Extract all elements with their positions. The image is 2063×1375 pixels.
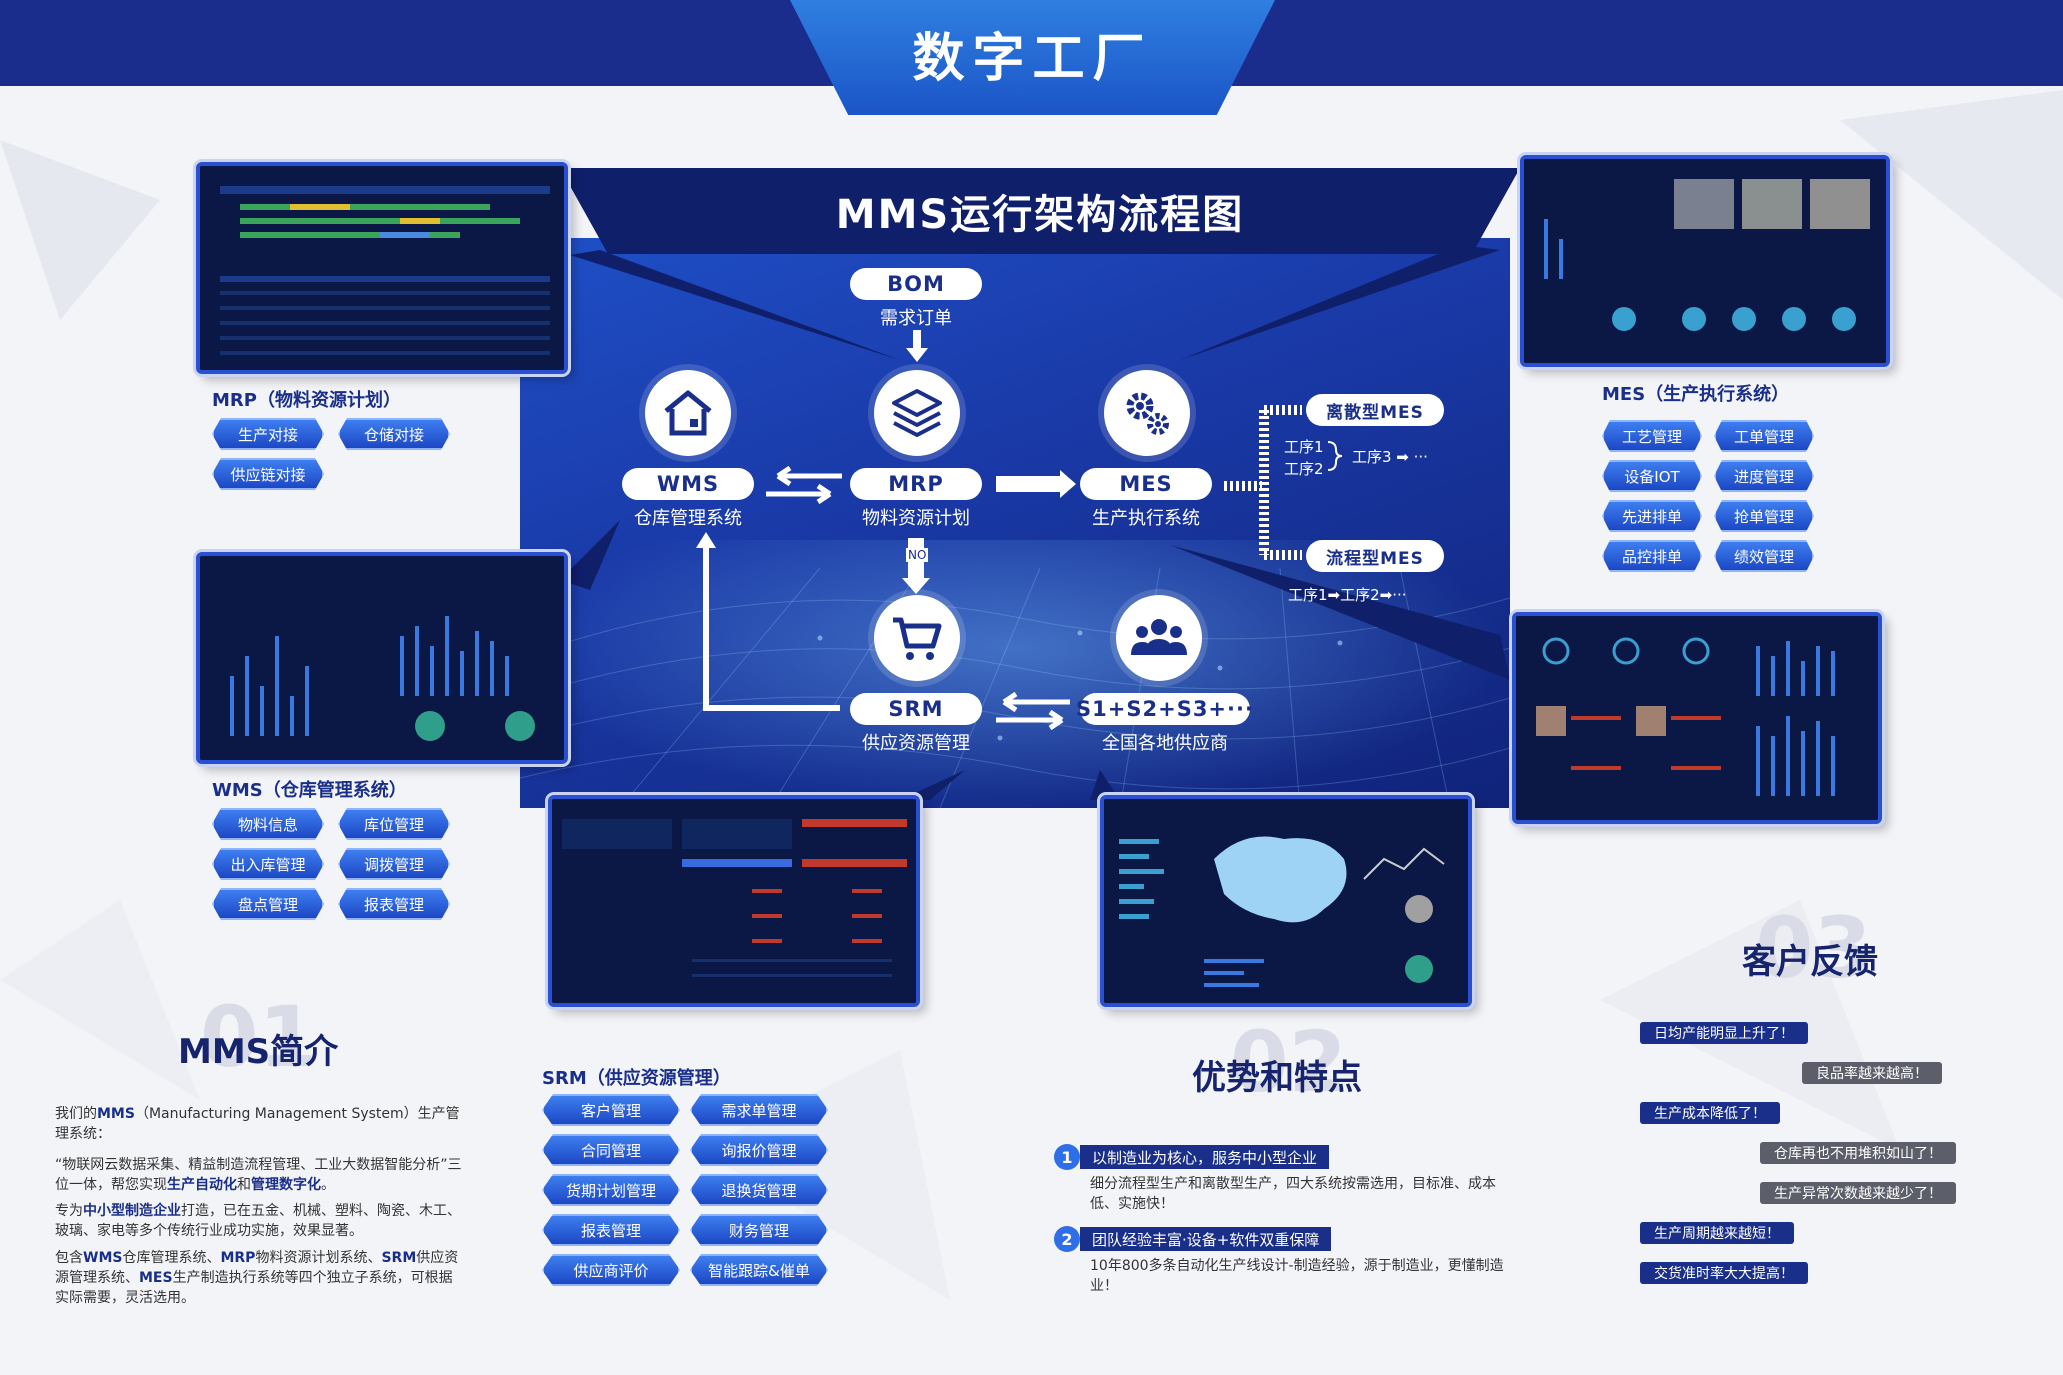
arrow-down-icon [906,330,928,362]
supplier-map-screenshot [1100,795,1472,1007]
feedback-1: 良品率越来越高！ [1802,1062,1942,1084]
mes-sub: 生产执行系统 [1092,508,1200,529]
page-title: 数字工厂 [912,29,1153,89]
diagram-title: MMS运行架构流程图 [835,192,1245,238]
advantage-2-number: 2 [1054,1226,1080,1252]
advantages-number: 02 [1230,1013,1347,1111]
flow-steps: 工序1➡工序2➡··· [1288,586,1407,604]
discrete-mes-pill: 离散型MES [1306,394,1444,426]
diagram-glow [520,540,1510,810]
srm-btn-0[interactable]: 客户管理 [542,1094,680,1126]
feedback-6: 交货准时率大大提高！ [1640,1262,1808,1284]
supplier-pill: S1+S2+S3+··· [1076,693,1253,725]
advantage-1-number: 1 [1054,1144,1080,1170]
mrp-screenshot [196,162,568,374]
mes-btn-5[interactable]: 抢单管理 [1714,500,1814,532]
intro-p2: “物联网云数据采集、精益制造流程管理、工业大数据智能分析”三位一体，帮您实现生产… [55,1156,462,1193]
feedback-title: 客户反馈 [1742,942,1878,982]
mrp-btn-production[interactable]: 生产对接 [212,418,324,450]
wms-btn-5[interactable]: 报表管理 [338,888,450,920]
wms-section-title: WMS（仓库管理系统） [212,780,407,801]
srm-btn-9[interactable]: 智能跟踪&催单 [690,1254,828,1286]
yes-label: YES [1010,474,1033,488]
mrp-sub: 物料资源计划 [862,508,970,529]
srm-btn-3[interactable]: 询报价管理 [690,1134,828,1166]
bom-sub: 需求订单 [880,308,952,329]
mrp-pill: MRP [850,468,982,500]
intro-text: 我们的MMS（Manufacturing Management System）生… [55,1104,465,1309]
intro-p4: 包含WMS仓库管理系统、MRP物料资源计划系统、SRM供应资源管理系统、MES生… [55,1249,459,1307]
mes-btn-6[interactable]: 品控排单 [1602,540,1702,572]
gears-icon [1104,370,1190,456]
page-title-tab: 数字工厂 [790,0,1275,115]
intro-p1: 我们的MMS（Manufacturing Management System）生… [55,1106,460,1143]
advantage-2-title: 团队经验丰富·设备+软件双重保障 [1080,1227,1332,1251]
srm-btn-7[interactable]: 财务管理 [690,1214,828,1246]
intro-title: MMS简介 [178,1032,339,1072]
mes-screenshot [1520,155,1890,367]
wms-pill: WMS [622,468,754,500]
mes-btn-7[interactable]: 绩效管理 [1714,540,1814,572]
mes-btn-1[interactable]: 工单管理 [1714,420,1814,452]
mrp-btn-supplychain[interactable]: 供应链对接 [212,458,324,490]
bom-pill: BOM [850,268,982,300]
wms-screenshot [196,552,568,764]
intro-number: 01 [200,988,317,1086]
feedback-5: 生产周期越来越短！ [1640,1222,1794,1244]
srm-btn-6[interactable]: 报表管理 [542,1214,680,1246]
feedback-number: 03 [1755,899,1872,997]
wms-btn-3[interactable]: 调拨管理 [338,848,450,880]
no-label: NO [906,548,929,562]
cart-icon [874,595,960,681]
mes-pill: MES [1080,468,1212,500]
mes-btn-3[interactable]: 进度管理 [1714,460,1814,492]
flow-mes-pill: 流程型MES [1306,540,1444,572]
srm-btn-4[interactable]: 货期计划管理 [542,1174,680,1206]
srm-btn-1[interactable]: 需求单管理 [690,1094,828,1126]
warehouse-icon [645,370,731,456]
diagram-panel [520,238,1510,808]
feedback-3: 仓库再也不用堆积如山了！ [1760,1142,1956,1164]
feedback-4: 生产异常次数越来越少了！ [1760,1182,1956,1204]
feedback-0: 日均产能明显上升了！ [1640,1022,1808,1044]
discrete-step3: 工序3 ➡ ··· [1352,448,1428,466]
intro-p3: 专为中小型制造企业打造，已在五金、机械、塑料、陶瓷、木工、玻璃、家电等多个传统行… [55,1203,461,1240]
diagram-title-bar: MMS运行架构流程图 [560,168,1520,254]
mes-screenshot-2 [1512,612,1882,824]
feedback-2: 生产成本降低了！ [1640,1102,1780,1124]
srm-sub: 供应资源管理 [862,733,970,754]
srm-btn-8[interactable]: 供应商评价 [542,1254,680,1286]
users-icon [1116,595,1202,681]
supplier-sub: 全国各地供应商 [1102,733,1228,754]
mes-btn-4[interactable]: 先进排单 [1602,500,1702,532]
mrp-section-title: MRP（物料资源计划） [212,390,401,411]
advantage-1-body: 细分流程型生产和离散型生产，四大系统按需选用，目标准、成本低、实施快！ [1090,1176,1496,1213]
mrp-btn-warehouse[interactable]: 仓储对接 [338,418,450,450]
wms-btn-4[interactable]: 盘点管理 [212,888,324,920]
advantages-title: 优势和特点 [1192,1058,1362,1098]
discrete-step1: 工序1 [1284,438,1324,456]
wms-sub: 仓库管理系统 [634,508,742,529]
srm-section-title: SRM（供应资源管理） [542,1068,731,1089]
srm-btn-5[interactable]: 退换货管理 [690,1174,828,1206]
advantage-2-body: 10年800多条自动化生产线设计-制造经验，源于制造业，更懂制造业！ [1090,1258,1504,1295]
wms-btn-1[interactable]: 库位管理 [338,808,450,840]
discrete-step2: 工序2 [1284,460,1324,478]
mes-btn-0[interactable]: 工艺管理 [1602,420,1702,452]
srm-pill: SRM [850,693,982,725]
advantage-1-title: 以制造业为核心，服务中小型企业 [1080,1145,1330,1169]
wms-btn-2[interactable]: 出入库管理 [212,848,324,880]
layers-icon [874,370,960,456]
mes-section-title: MES（生产执行系统） [1602,384,1790,405]
wms-btn-0[interactable]: 物料信息 [212,808,324,840]
mes-btn-2[interactable]: 设备IOT [1602,460,1702,492]
srm-btn-2[interactable]: 合同管理 [542,1134,680,1166]
srm-screenshot [548,795,920,1007]
